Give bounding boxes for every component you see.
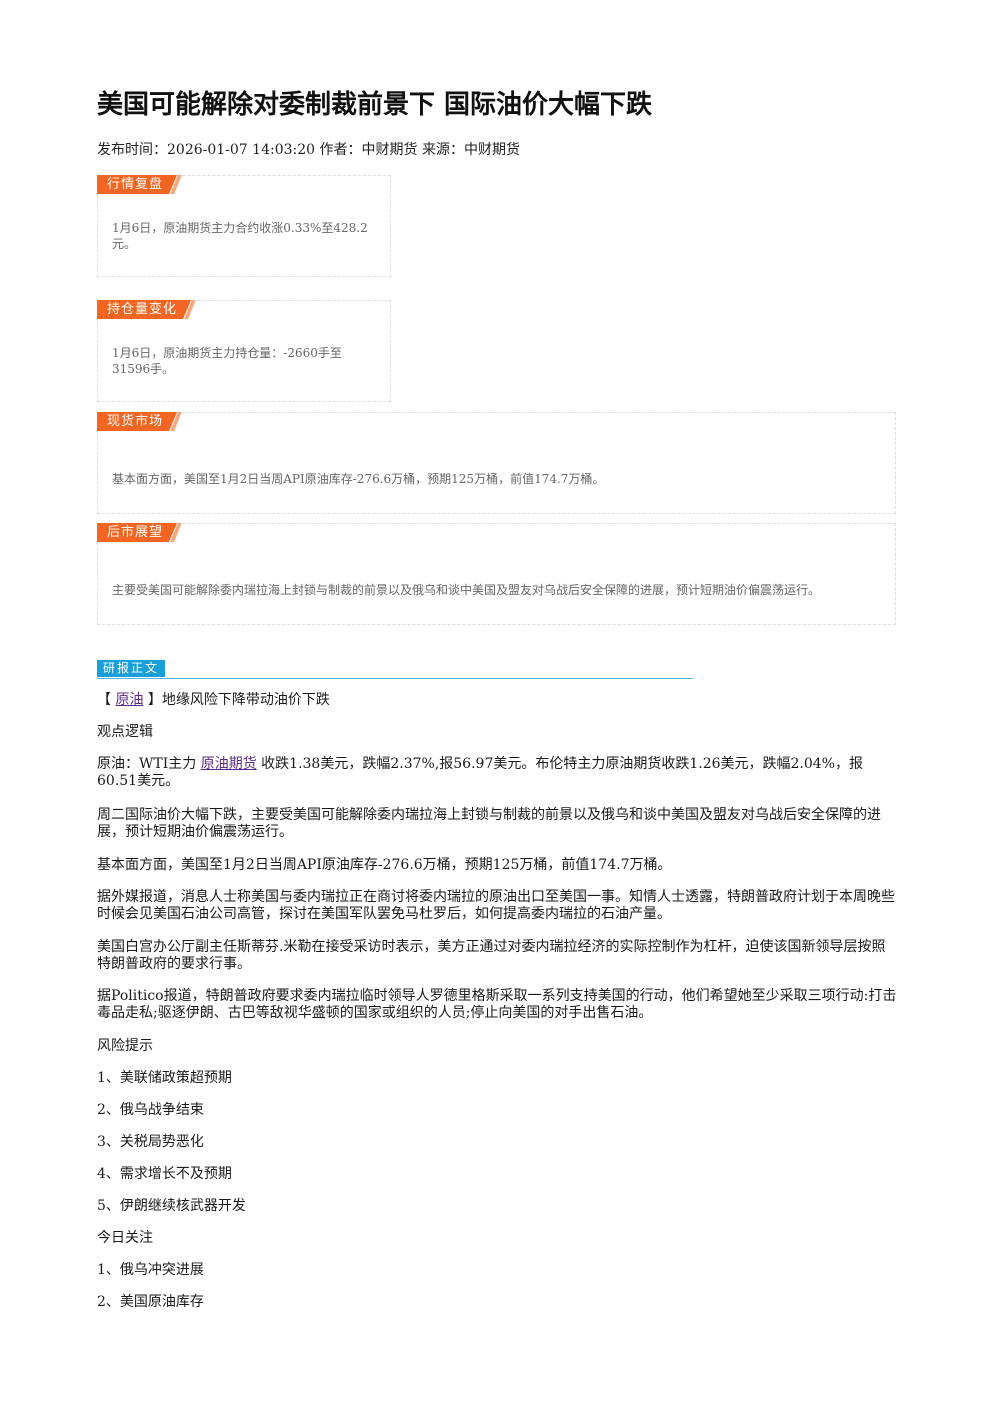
article-meta: 发布时间：2026-01-07 14:03:20 作者：中财期货 来源：中财期货: [97, 142, 520, 158]
position-change-card: 持仓量变化 1月6日，原油期货主力持仓量：-2660手至31596手。: [97, 300, 391, 402]
report-section-tag: 研报正文: [97, 660, 166, 677]
spot-market-tag: 现货市场: [97, 412, 177, 431]
outlook-tag: 后市展望: [97, 523, 177, 542]
risk-item: 2、俄乌战争结束: [97, 1102, 204, 1118]
paragraph-price: 原油：WTI主力 原油期货 收跌1.38美元，跌幅2.37%,报56.97美元。…: [97, 756, 897, 790]
paragraph-media: 据外媒报道，消息人士称美国与委内瑞拉正在商讨将委内瑞拉的原油出口至美国一事。知情…: [97, 889, 895, 922]
risk-item: 4、需求增长不及预期: [97, 1166, 232, 1182]
outlook-text: 主要受美国可能解除委内瑞拉海上封锁与制裁的前景以及俄乌和谈中美国及盟友对乌战后安…: [112, 583, 821, 597]
position-change-text: 1月6日，原油期货主力持仓量：-2660手至31596手。: [112, 346, 342, 376]
risk-item: 1、美联储政策超预期: [97, 1070, 232, 1086]
crude-oil-link[interactable]: 原油: [115, 692, 144, 708]
risk-title: 风险提示: [97, 1038, 153, 1054]
paragraph-whitehouse: 美国白宫办公厅副主任斯蒂芬.米勒在接受采访时表示，美方正通过对委内瑞拉经济的实际…: [97, 939, 886, 972]
paragraph-summary: 周二国际油价大幅下跌，主要受美国可能解除委内瑞拉海上封锁与制裁的前景以及俄乌和谈…: [97, 807, 881, 840]
paragraph-inventory: 基本面方面，美国至1月2日当周API原油库存-276.6万桶，预期125万桶，前…: [97, 857, 672, 873]
risk-item: 5、伊朗继续核武器开发: [97, 1198, 246, 1214]
price-text-post: 收跌1.38美元，跌幅2.37%,报56.97美元。布伦特主力原油期货收跌1.2…: [97, 756, 863, 789]
logic-title: 观点逻辑: [97, 724, 153, 740]
market-review-text: 1月6日，原油期货主力合约收涨0.33%至428.2元。: [112, 221, 368, 251]
report-headline: 【 原油 】地缘风险下降带动油价下跌: [97, 692, 897, 709]
report-section-header: 研报正文: [97, 660, 693, 679]
market-review-tag: 行情复盘: [97, 175, 177, 194]
headline-text: 】地缘风险下降带动油价下跌: [147, 692, 330, 708]
spot-market-text: 基本面方面，美国至1月2日当周API原油库存-276.6万桶，预期125万桶，前…: [112, 472, 605, 486]
risk-item: 3、关税局势恶化: [97, 1134, 204, 1150]
market-review-card: 行情复盘 1月6日，原油期货主力合约收涨0.33%至428.2元。: [97, 175, 391, 277]
outlook-card: 后市展望 主要受美国可能解除委内瑞拉海上封锁与制裁的前景以及俄乌和谈中美国及盟友…: [97, 523, 896, 625]
spot-market-card: 现货市场 基本面方面，美国至1月2日当周API原油库存-276.6万桶，预期12…: [97, 412, 896, 514]
focus-title: 今日关注: [97, 1230, 153, 1246]
paragraph-politico: 据Politico报道，特朗普政府要求委内瑞拉临时领导人罗德里格斯采取一系列支持…: [97, 988, 897, 1021]
price-text-pre: 原油：WTI主力: [97, 756, 197, 772]
focus-item: 2、美国原油库存: [97, 1294, 204, 1310]
crude-futures-link[interactable]: 原油期货: [200, 756, 257, 772]
focus-item: 1、俄乌冲突进展: [97, 1262, 204, 1278]
headline-bracket-open: 【: [97, 692, 111, 708]
position-change-tag: 持仓量变化: [97, 300, 191, 319]
page-title: 美国可能解除对委制裁前景下 国际油价大幅下跌: [97, 90, 653, 120]
